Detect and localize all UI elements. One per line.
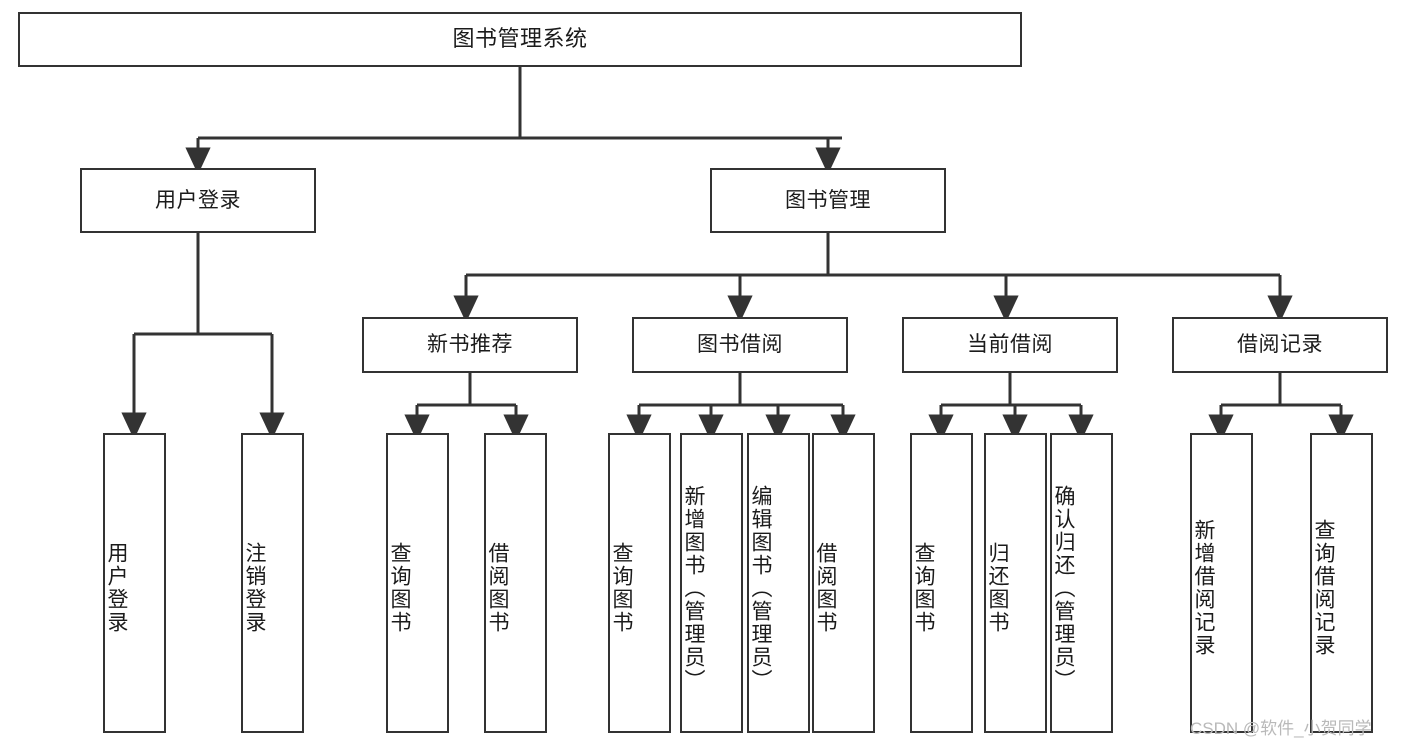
watermark: CSDN @软件_小贺同学 xyxy=(1190,719,1372,738)
node-user-login[interactable]: 用户登录 xyxy=(80,168,316,233)
node-leaf-confirm-return[interactable]: 确认归还（管理员） xyxy=(1050,433,1113,733)
node-leaf-edit-book[interactable]: 编辑图书（管理员） xyxy=(747,433,810,733)
node-leaf-return-book-label: 归还图书 xyxy=(986,542,1010,634)
node-leaf-query-book-1-label: 查询图书 xyxy=(388,542,412,634)
node-leaf-user-logout[interactable]: 注销登录 xyxy=(241,433,304,733)
node-root-label: 图书管理系统 xyxy=(452,26,588,52)
node-leaf-add-record-label: 新增借阅记录 xyxy=(1192,519,1216,657)
node-new-book-recommend[interactable]: 新书推荐 xyxy=(362,317,578,373)
node-leaf-borrow-book-1-label: 借阅图书 xyxy=(486,542,510,634)
node-leaf-confirm-return-label: 确认归还（管理员） xyxy=(1052,484,1076,692)
node-leaf-query-book-2[interactable]: 查询图书 xyxy=(608,433,671,733)
node-borrow-record[interactable]: 借阅记录 xyxy=(1172,317,1388,373)
node-new-book-recommend-label: 新书推荐 xyxy=(427,333,513,357)
node-leaf-query-book-3[interactable]: 查询图书 xyxy=(910,433,973,733)
node-leaf-user-login[interactable]: 用户登录 xyxy=(103,433,166,733)
node-current-borrow-label: 当前借阅 xyxy=(967,333,1053,357)
node-book-manage[interactable]: 图书管理 xyxy=(710,168,946,233)
node-leaf-query-record-label: 查询借阅记录 xyxy=(1312,519,1336,657)
node-leaf-query-book-3-label: 查询图书 xyxy=(912,542,936,634)
node-book-borrow-label: 图书借阅 xyxy=(697,333,783,357)
node-leaf-add-book[interactable]: 新增图书（管理员） xyxy=(680,433,743,733)
node-root[interactable]: 图书管理系统 xyxy=(18,12,1022,67)
node-leaf-user-logout-label: 注销登录 xyxy=(243,542,267,634)
node-user-login-label: 用户登录 xyxy=(155,188,241,212)
node-borrow-record-label: 借阅记录 xyxy=(1237,333,1323,357)
node-leaf-borrow-book-1[interactable]: 借阅图书 xyxy=(484,433,547,733)
node-leaf-borrow-book-2[interactable]: 借阅图书 xyxy=(812,433,875,733)
node-leaf-query-book-1[interactable]: 查询图书 xyxy=(386,433,449,733)
node-book-manage-label: 图书管理 xyxy=(785,188,871,212)
node-leaf-edit-book-label: 编辑图书（管理员） xyxy=(749,484,773,692)
node-leaf-add-book-label: 新增图书（管理员） xyxy=(682,484,706,692)
node-leaf-user-login-label: 用户登录 xyxy=(105,542,129,634)
node-leaf-borrow-book-2-label: 借阅图书 xyxy=(814,542,838,634)
node-leaf-query-book-2-label: 查询图书 xyxy=(610,542,634,634)
node-leaf-return-book[interactable]: 归还图书 xyxy=(984,433,1047,733)
node-leaf-add-record[interactable]: 新增借阅记录 xyxy=(1190,433,1253,733)
node-current-borrow[interactable]: 当前借阅 xyxy=(902,317,1118,373)
node-book-borrow[interactable]: 图书借阅 xyxy=(632,317,848,373)
node-leaf-query-record[interactable]: 查询借阅记录 xyxy=(1310,433,1373,733)
